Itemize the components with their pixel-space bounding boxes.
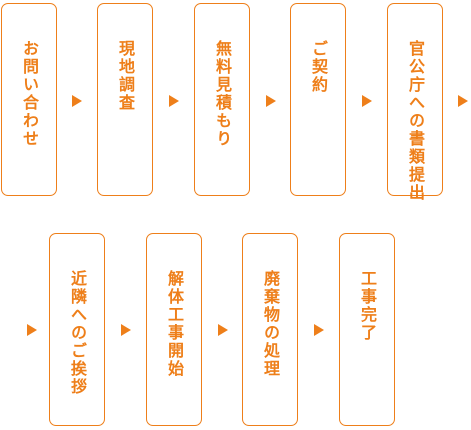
step-waste-disposal: 廃棄物の処理 [242, 233, 298, 426]
step-document-submission: 官公庁への書類提出 [387, 3, 443, 202]
arrow-right-icon [314, 324, 324, 336]
arrow-right-icon [458, 95, 468, 107]
step-inquiry: お問い合わせ [1, 3, 57, 196]
step-completion: 工事完了 [339, 233, 395, 426]
arrow-right-icon [266, 95, 276, 107]
step-label: 近隣へのご挨拶 [68, 270, 87, 396]
step-label: 官公庁への書類提出 [406, 40, 425, 202]
arrow-right-icon [169, 95, 179, 107]
step-label: 廃棄物の処理 [261, 270, 280, 378]
step-site-survey: 現地調査 [97, 3, 153, 196]
step-neighbor-greeting: 近隣へのご挨拶 [49, 233, 105, 426]
arrow-right-icon [27, 324, 37, 336]
arrow-right-icon [362, 95, 372, 107]
step-label: 工事完了 [358, 270, 377, 342]
arrow-right-icon [121, 324, 131, 336]
step-free-estimate: 無料見積もり [194, 3, 250, 196]
step-label: 解体工事開始 [165, 270, 184, 378]
step-label: ご契約 [309, 40, 328, 94]
step-label: 無料見積もり [213, 40, 232, 148]
step-contract: ご契約 [290, 3, 346, 196]
step-demolition-start: 解体工事開始 [146, 233, 202, 426]
step-label: 現地調査 [116, 40, 135, 112]
arrow-right-icon [72, 95, 82, 107]
step-label: お問い合わせ [20, 40, 39, 148]
arrow-right-icon [218, 324, 228, 336]
